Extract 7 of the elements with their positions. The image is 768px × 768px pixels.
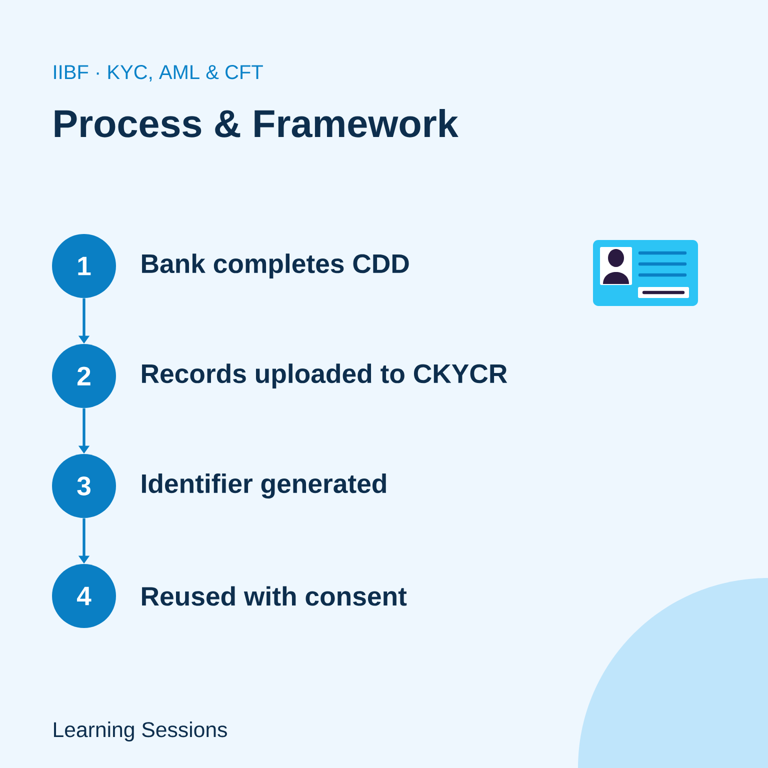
title: Process & Framework [54,108,458,138]
subtitle: IIBF · KYC, AML & CFT [54,65,263,82]
step-label: Identifier generated [142,474,386,498]
step-label: Bank completes CDD [142,254,409,278]
step-label: Records uploaded to CKYCR [142,364,508,388]
step-label: Reused with consent [142,586,407,606]
footer-text: Learning Sessions [54,722,227,742]
